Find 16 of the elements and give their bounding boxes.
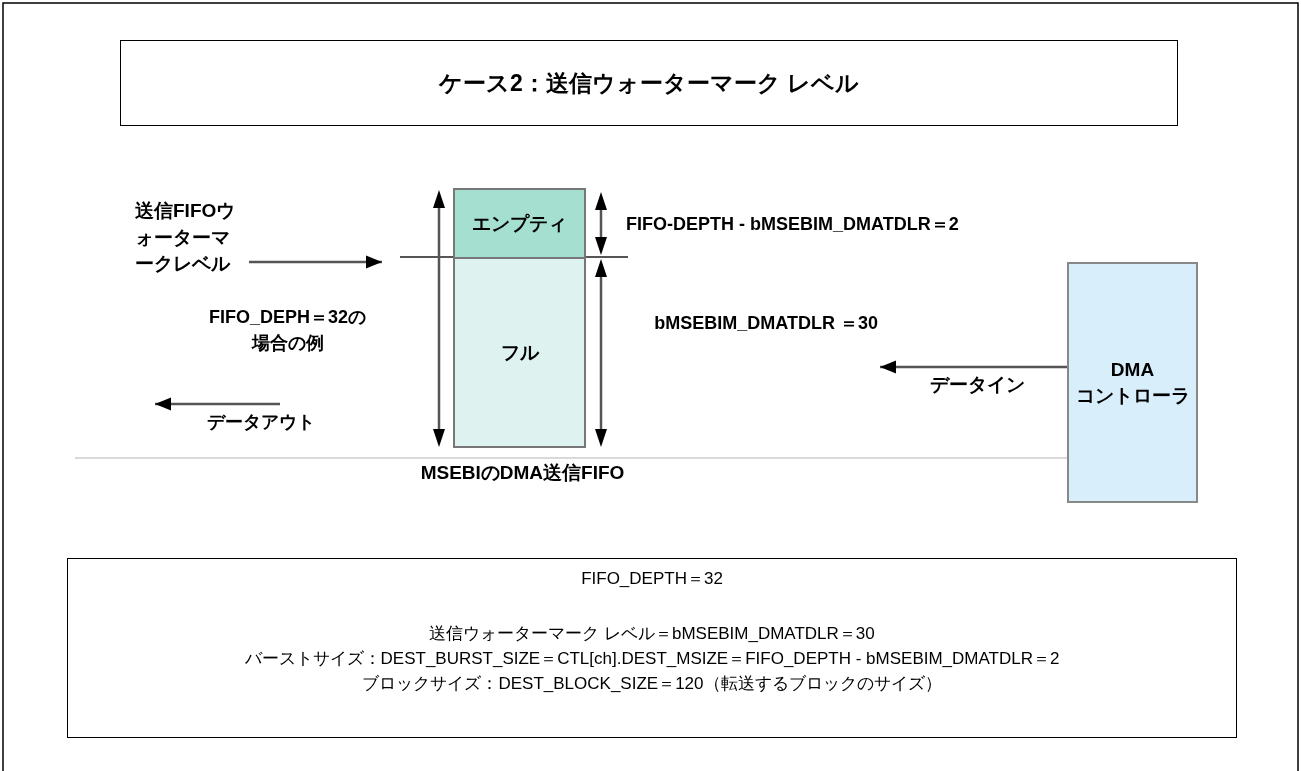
note-text: 送信ウォーターマーク レベル＝bMSEBIM_DMATDLR＝30 (428, 623, 876, 645)
dimension-label: bMSEBIM_DMATDLR ＝30 (653, 312, 878, 335)
dimension-label: FIFO-DEPTH - bMSEBIM_DMATDLR＝2 (626, 213, 960, 236)
callout-text: 送信FIFOウォーターマークレベル (135, 198, 247, 290)
arrow (249, 255, 382, 269)
arrow-label: データアウト (207, 411, 316, 434)
note-text: バーストサイズ：DEST_BURST_SIZE＝CTL[ch].DEST_MSIZE＝FIFO_DEPTH - bMSEBIM_DMATDLR＝2 (243, 648, 1061, 670)
note-heading: FIFO_DEPTH＝32 (580, 568, 724, 590)
fifo-segment: エンプティ (455, 190, 584, 259)
controller-box: DMA コントローラ (1067, 262, 1198, 503)
fifo-label: MSEBIのDMA送信FIFO (419, 461, 626, 485)
example-note: FIFO_DEPH＝32の場合の例 (207, 306, 367, 356)
note-text: ブロックサイズ：DEST_BLOCK_SIZE＝120（転送するブロックのサイズ） (361, 673, 943, 695)
fifo-segment: フル (455, 259, 584, 446)
title-box: ケース2：送信ウォーターマーク レベル (120, 40, 1178, 126)
arrow (880, 360, 1067, 374)
